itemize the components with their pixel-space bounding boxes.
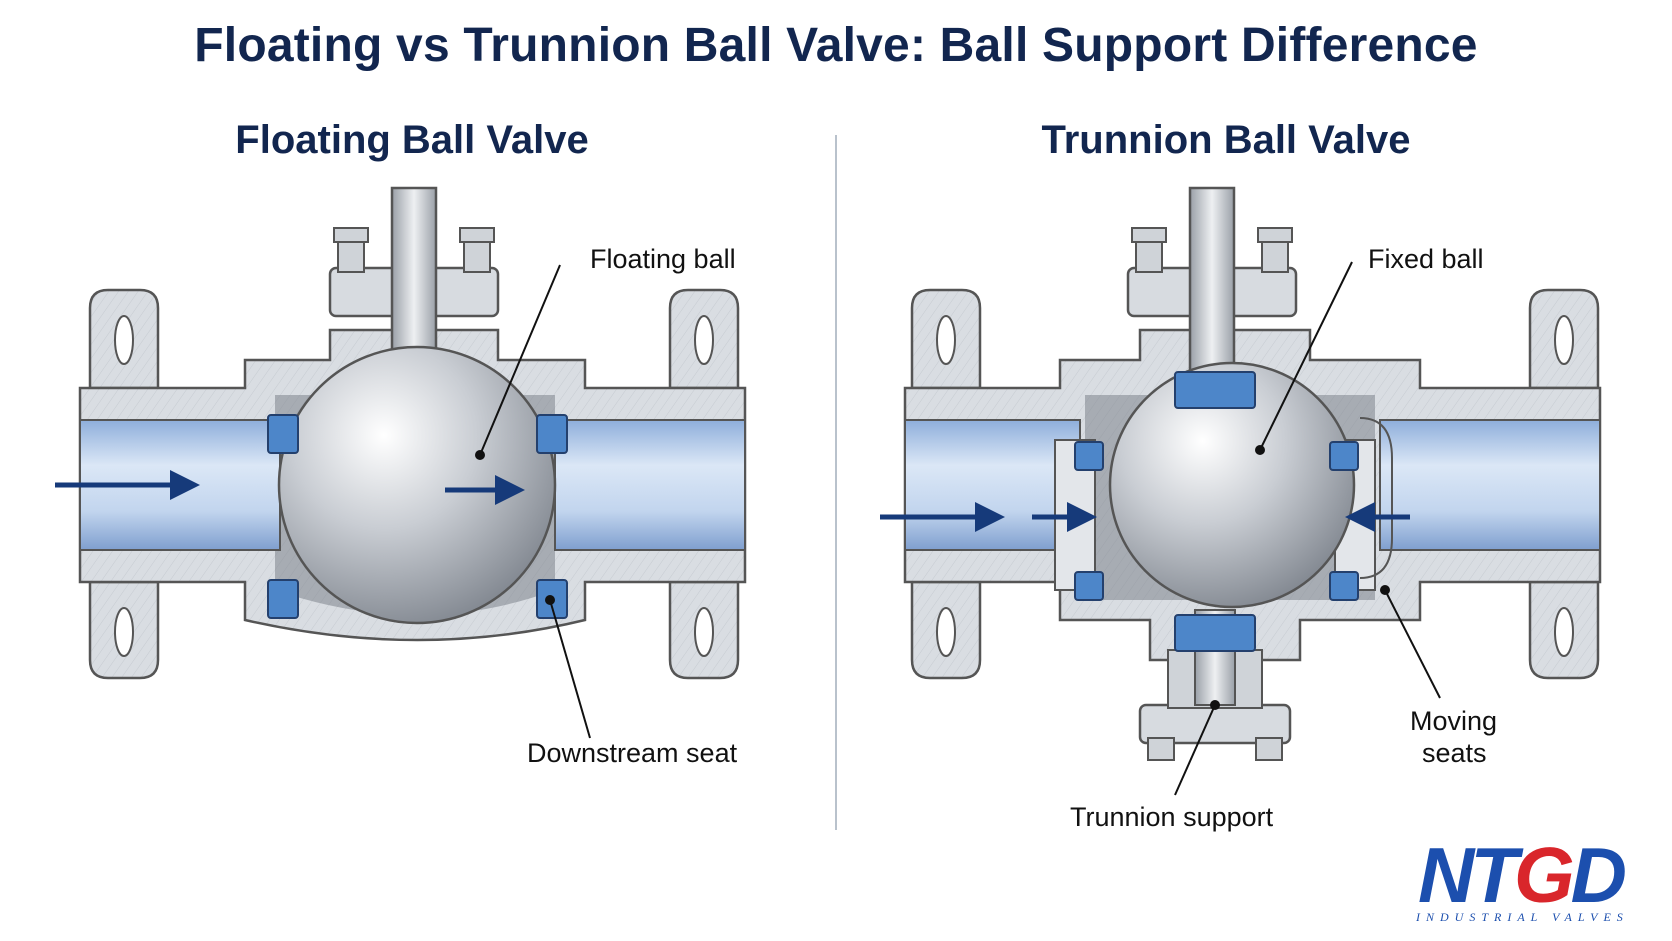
- right-bore: [904, 419, 1081, 551]
- left-seats: [267, 414, 568, 619]
- downstream-seat-callout: Downstream seat: [527, 738, 738, 768]
- page-title: Floating vs Trunnion Ball Valve: Ball Su…: [194, 19, 1478, 72]
- right-seats: [1074, 441, 1359, 601]
- trunnion-valve: Fixed ball Trunnion support Moving seats: [880, 186, 1602, 832]
- floating-valve-title: Floating Ball Valve: [235, 118, 589, 162]
- logo-tagline: INDUSTRIAL VALVES: [1416, 910, 1629, 924]
- right-stem: [1188, 186, 1236, 390]
- trunnion-support-callout: Trunnion support: [1070, 802, 1274, 832]
- trunnion-valve-title: Trunnion Ball Valve: [1041, 118, 1411, 162]
- moving-seats-callout-line2: seats: [1422, 738, 1487, 768]
- floating-valve: Floating ball Downstream seat: [55, 186, 747, 768]
- fixed-ball-callout: Fixed ball: [1368, 244, 1484, 274]
- fixed-ball: [1108, 361, 1356, 609]
- panel-divider: [835, 135, 837, 830]
- floating-ball-callout: Floating ball: [590, 244, 736, 274]
- trunnion-bushings: [1174, 371, 1256, 652]
- moving-seats-callout-line1: Moving: [1410, 706, 1497, 736]
- ntgd-logo: NTGD INDUSTRIAL VALVES: [1410, 831, 1660, 930]
- logo-mark: NTGD: [1418, 831, 1627, 919]
- floating-ball: [277, 345, 557, 625]
